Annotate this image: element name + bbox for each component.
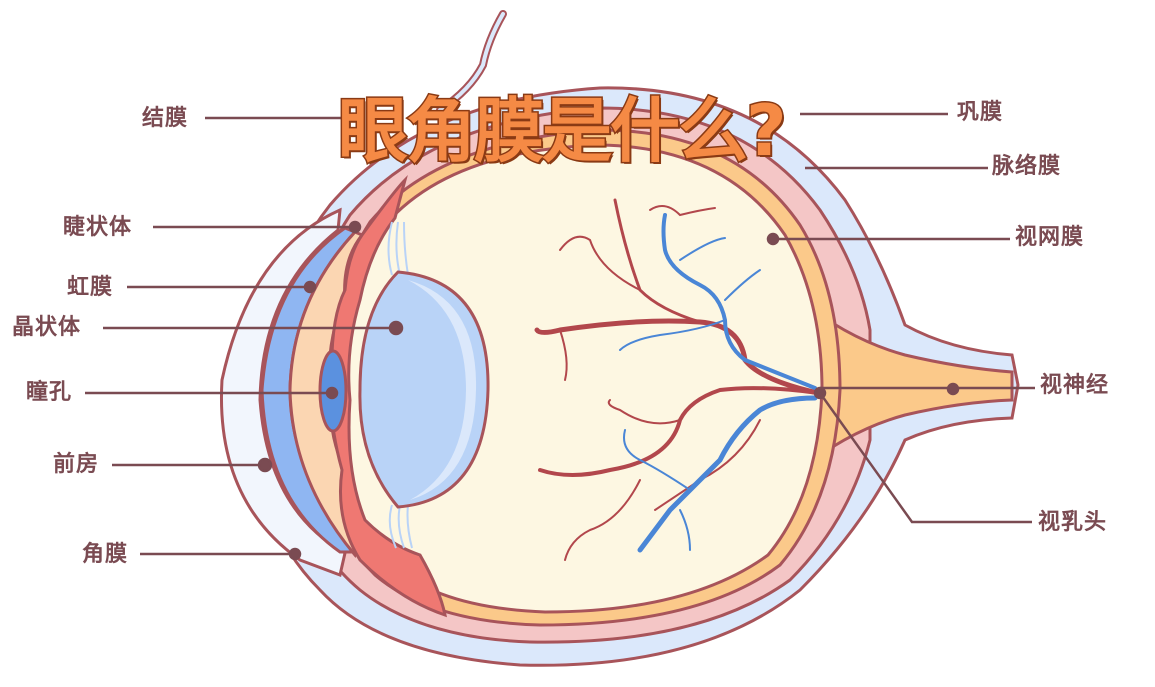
label-conjunctiva: 结膜 — [142, 106, 189, 131]
retinal-veins — [619, 213, 818, 553]
label-optic-disc: 视乳头 — [1038, 510, 1108, 535]
label-optic-nerve: 视神经 — [1040, 373, 1110, 398]
lens-highlight — [408, 280, 477, 500]
label-iris: 虹膜 — [67, 275, 114, 300]
label-choroid: 脉络膜 — [992, 154, 1062, 179]
page-title: 眼角膜是什么? — [337, 90, 789, 172]
label-retina: 视网膜 — [1015, 225, 1085, 250]
label-pupil: 瞳孔 — [26, 380, 73, 405]
zonule-fibers — [387, 221, 413, 549]
label-ciliary-body: 睫状体 — [63, 215, 133, 240]
optic-nerve-body — [798, 296, 1014, 474]
leader-lines — [85, 112, 1035, 561]
label-lens: 晶状体 — [12, 315, 82, 340]
label-sclera: 巩膜 — [957, 100, 1004, 125]
label-anterior-chamber: 前房 — [53, 452, 100, 477]
label-cornea: 角膜 — [82, 542, 129, 567]
